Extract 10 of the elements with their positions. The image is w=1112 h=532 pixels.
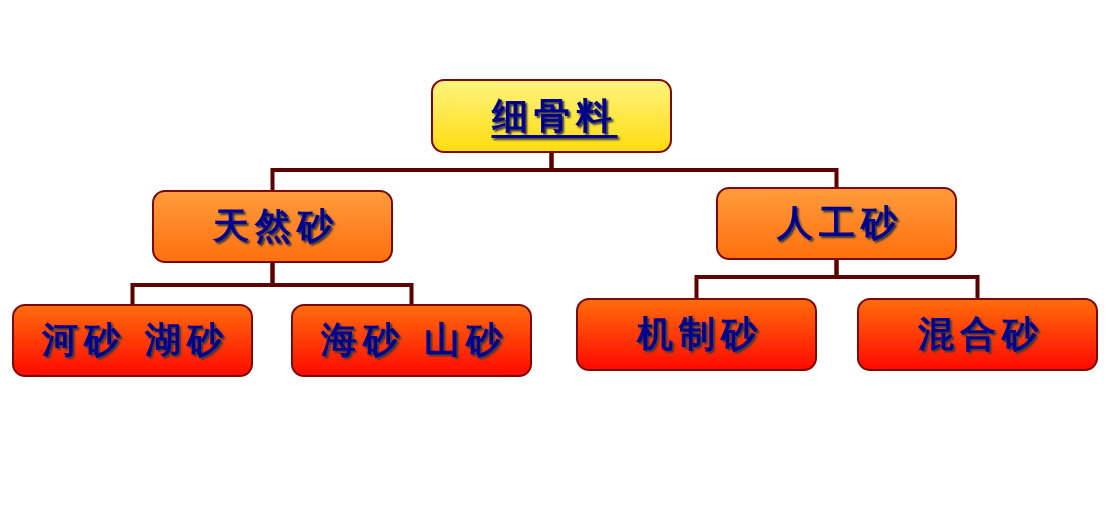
category-box: 河砂 湖砂 [12, 304, 253, 377]
category-box: 机制砂 [576, 298, 817, 371]
connector-line [270, 263, 414, 304]
connector-line [549, 153, 839, 187]
category-box: 海砂 山砂 [291, 304, 532, 377]
category-box: 混合砂 [857, 298, 1098, 371]
category-box: 天然砂 [152, 190, 393, 263]
category-box: 细骨料 [431, 79, 672, 153]
category-box: 人工砂 [716, 187, 957, 260]
connector-line [834, 260, 980, 298]
